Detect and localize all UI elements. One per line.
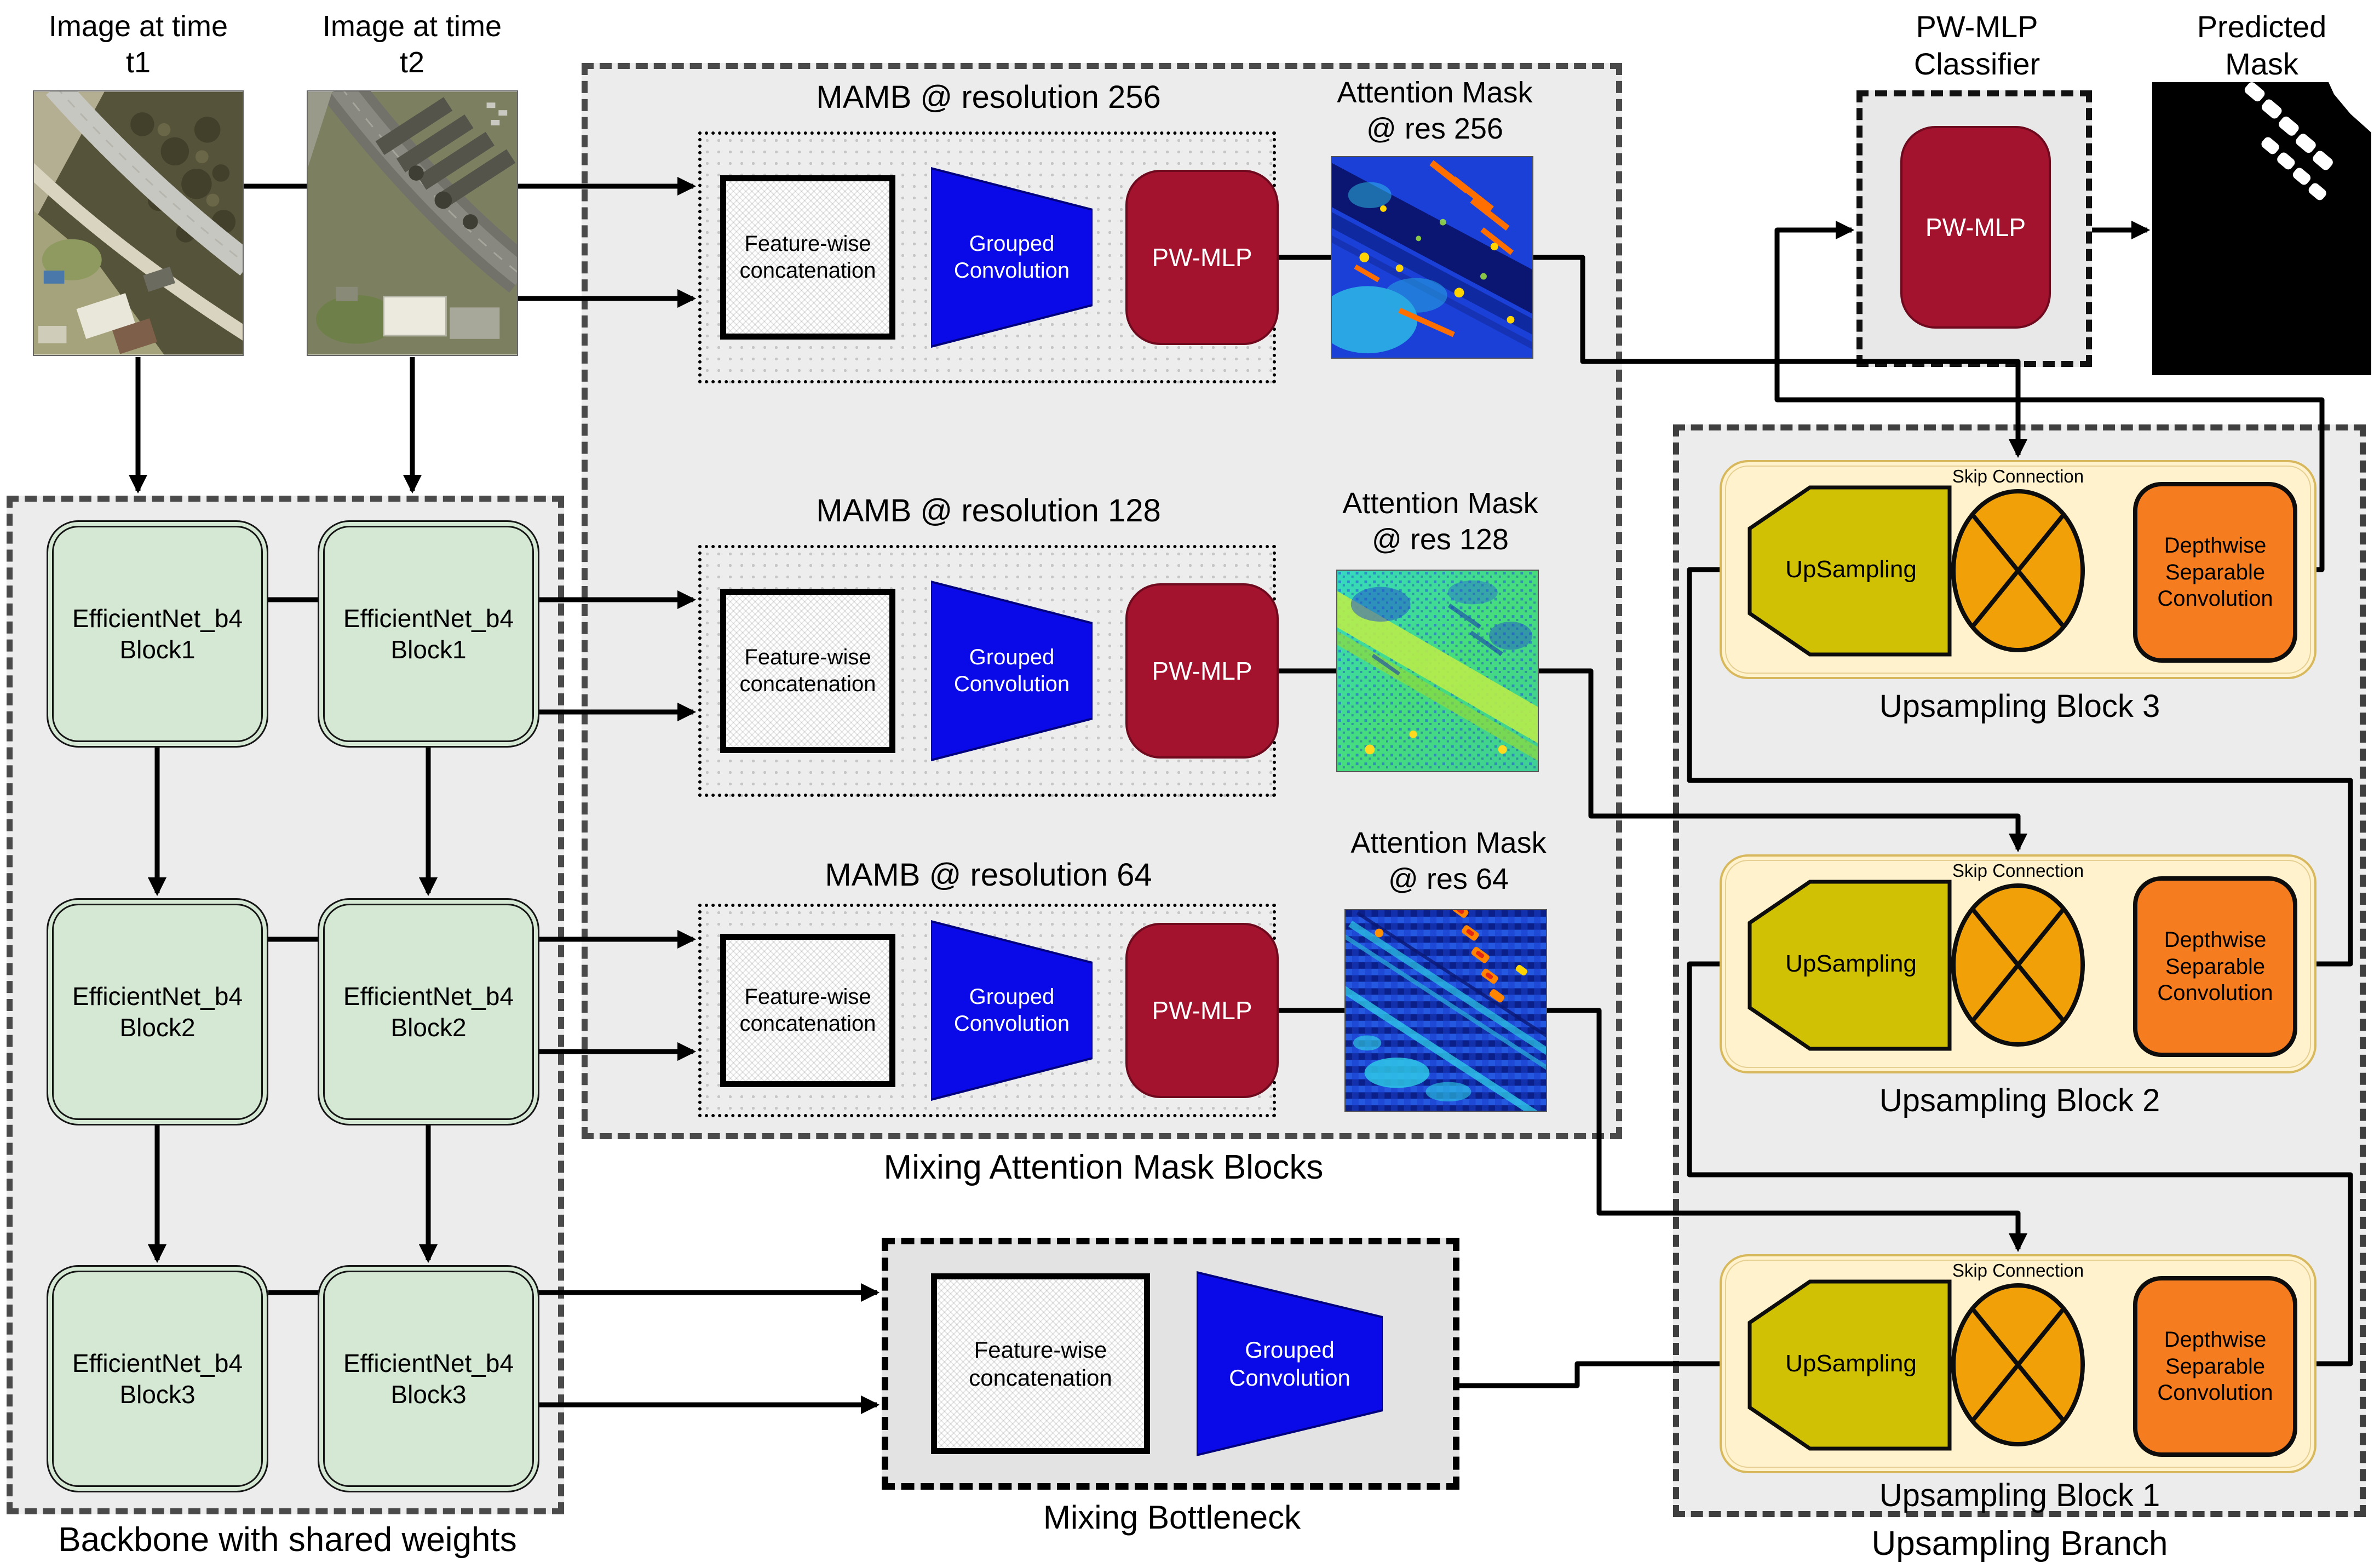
bottleneck-concat: Feature-wise concatenation <box>931 1273 1150 1454</box>
bottleneck-caption: Mixing Bottleneck <box>1043 1499 1301 1536</box>
upsampling-block-3-shapes <box>1748 485 2085 657</box>
mamb-256-pwmlp: PW-MLP <box>1125 170 1279 345</box>
backbone-block-t2-2: EfficientNet_b4 Block2 <box>318 898 539 1125</box>
mamb-64-conv-shape <box>931 920 1093 1101</box>
mamb-64-pwmlp: PW-MLP <box>1125 923 1279 1098</box>
mamb-256-concat: Feature-wise concatenation <box>720 175 895 340</box>
backbone-block-t1-2: EfficientNet_b4 Block2 <box>47 898 268 1125</box>
attention-mask-128-label: Attention Mask @ res 128 <box>1342 487 1538 556</box>
arrow-ub1-to-ub2 <box>1687 954 2353 1366</box>
upsampling-block-3-dsc: Depthwise Separable Convolution <box>2133 482 2297 663</box>
bottleneck-conv-shape <box>1197 1271 1383 1457</box>
arrow-skip-mask256-to-ub3 <box>1533 255 2028 458</box>
mamb-128-pwmlp: PW-MLP <box>1125 583 1279 759</box>
upsampling-block-2-caption: Upsampling Block 2 <box>1879 1082 2160 1118</box>
upsampling-block-1-up-label: UpSampling <box>1785 1350 1917 1377</box>
upsampling-branch-caption: Upsampling Branch <box>1871 1525 2168 1563</box>
input-image-t2 <box>307 90 518 356</box>
predicted-mask-image <box>2152 82 2371 375</box>
arrow-skip-mask128-to-ub2 <box>1539 668 2028 853</box>
pw-mlp-classifier-block: PW-MLP <box>1900 126 2051 329</box>
arrow-skip-mask64-to-ub1 <box>1547 1008 2028 1253</box>
upsampling-block-2-skip-label: Skip Connection <box>1952 860 2084 881</box>
upsampling-block-3-up-label: UpSampling <box>1785 556 1917 583</box>
attention-mask-128-image <box>1336 570 1539 772</box>
upsampling-block-2-up-label: UpSampling <box>1785 950 1917 978</box>
upsampling-block-2-shapes <box>1748 880 2085 1051</box>
mamb-256-conv-label: Grouped Convolution <box>953 232 1070 283</box>
mamb-256-conv-shape <box>931 166 1093 348</box>
attention-mask-64-image <box>1344 909 1547 1112</box>
attention-mask-256-image <box>1331 156 1533 359</box>
input-image-t1 <box>33 90 244 356</box>
upsampling-polygon <box>1748 485 1952 657</box>
upsampling-block-1-dsc: Depthwise Separable Convolution <box>2133 1276 2297 1457</box>
upsampling-block-1-shapes <box>1748 1279 2085 1451</box>
image-t1-label: Image at time t1 <box>48 10 228 79</box>
upsampling-block-1-skip-label: Skip Connection <box>1952 1260 2084 1280</box>
backbone-block-t2-1: EfficientNet_b4 Block1 <box>318 520 539 748</box>
image-t2-label: Image at time t2 <box>322 10 502 79</box>
mamb-128-title: MAMB @ resolution 128 <box>816 492 1161 529</box>
upsampling-block-3-caption: Upsampling Block 3 <box>1879 688 2160 724</box>
pw-mlp-classifier-label: PW-MLP Classifier <box>1913 9 2040 81</box>
upsampling-block-3-skip-label: Skip Connection <box>1952 466 2084 486</box>
mamb-caption: Mixing Attention Mask Blocks <box>883 1148 1324 1187</box>
mamb-128-conv-shape <box>931 580 1093 762</box>
upsampling-block-2-dsc: Depthwise Separable Convolution <box>2133 876 2297 1057</box>
mamb-256-title: MAMB @ resolution 256 <box>816 79 1161 115</box>
arrow-bottleneck-to-ub1 <box>1459 1354 1748 1388</box>
mamb-128-concat: Feature-wise concatenation <box>720 589 895 753</box>
attention-mask-64-label: Attention Mask @ res 64 <box>1350 826 1547 895</box>
arrow-ub2-to-ub3 <box>1687 560 2353 967</box>
bottleneck-conv-label: Grouped Convolution <box>1229 1336 1350 1391</box>
backbone-block-t2-3: EfficientNet_b4 Block3 <box>318 1265 539 1492</box>
arrow-ub3-to-classifier <box>1774 220 2325 572</box>
mamb-64-concat: Feature-wise concatenation <box>720 934 895 1087</box>
mamb-64-title: MAMB @ resolution 64 <box>825 857 1152 893</box>
backbone-caption: Backbone with shared weights <box>58 1521 517 1559</box>
mamb-64-conv-label: Grouped Convolution <box>953 985 1070 1036</box>
backbone-block-t1-3: EfficientNet_b4 Block3 <box>47 1265 268 1492</box>
backbone-block-t1-1: EfficientNet_b4 Block1 <box>47 520 268 748</box>
attention-mask-256-label: Attention Mask @ res 256 <box>1337 76 1533 145</box>
predicted-mask-label: Predicted Mask <box>2197 9 2327 81</box>
upsampling-block-1-caption: Upsampling Block 1 <box>1879 1477 2160 1513</box>
mamb-128-conv-label: Grouped Convolution <box>953 645 1070 696</box>
